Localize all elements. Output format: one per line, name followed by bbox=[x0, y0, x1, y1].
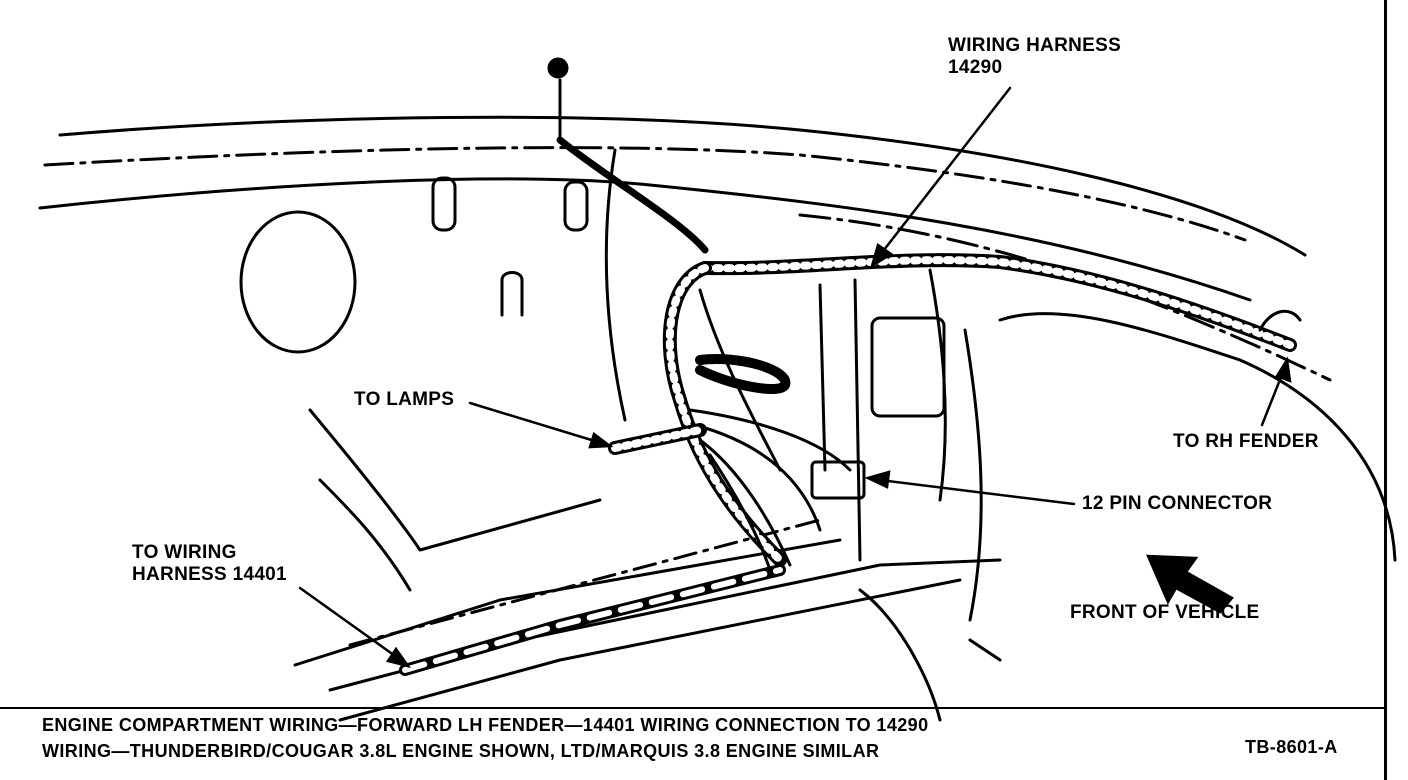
wire-bundle-3 bbox=[698, 438, 792, 567]
arrow-to-lamps bbox=[588, 431, 614, 449]
slot-3 bbox=[500, 271, 524, 317]
caption-line-1: ENGINE COMPARTMENT WIRING—FORWARD LH FEN… bbox=[42, 715, 929, 735]
access-hole bbox=[239, 210, 357, 354]
leader-to-lamps bbox=[468, 401, 600, 444]
wire-bundle-1 bbox=[688, 408, 852, 472]
harness-drop bbox=[556, 136, 709, 254]
figure-id: TB-8601-A bbox=[1245, 737, 1338, 757]
label-to-wiring-line1: TO WIRING bbox=[132, 542, 237, 563]
apron-wall-3 bbox=[853, 278, 862, 562]
apron-wall-5 bbox=[963, 328, 983, 622]
harness-coil bbox=[695, 354, 791, 395]
caption-line-2: WIRING—THUNDERBIRD/COUGAR 3.8L ENGINE SH… bbox=[42, 741, 880, 761]
cowl-second-line bbox=[38, 177, 1252, 302]
leader-12-pin bbox=[878, 478, 1076, 506]
label-wiring-harness-line2: 14290 bbox=[948, 57, 1003, 78]
slot-1 bbox=[431, 176, 457, 232]
rh-fender-clip bbox=[1258, 309, 1302, 332]
label-front-of-vehicle: FRONT OF VEHICLE bbox=[1070, 602, 1260, 623]
lower-rail-bottom bbox=[328, 558, 1002, 692]
panel-left-edge bbox=[604, 148, 627, 422]
slot-2 bbox=[563, 180, 589, 232]
grommet bbox=[547, 57, 569, 79]
bottom-frame-border bbox=[0, 707, 1386, 709]
label-wiring-harness-line1: WIRING HARNESS bbox=[948, 35, 1122, 56]
rail-dash bbox=[348, 518, 822, 647]
harness-loop-ribs bbox=[665, 264, 784, 564]
panel-lower-edge bbox=[318, 478, 412, 592]
arrow-12-pin bbox=[864, 470, 891, 489]
front-of-vehicle-arrow bbox=[1146, 554, 1234, 614]
lower-rail-base bbox=[338, 578, 962, 722]
lower-rail-top bbox=[293, 538, 842, 667]
label-wiring-harness: WIRING HARNESS 14290 bbox=[948, 35, 1121, 79]
arrow-rh-fender bbox=[1275, 356, 1292, 383]
bracket-plate bbox=[870, 316, 946, 418]
right-frame-border bbox=[1384, 0, 1387, 780]
12-pin-connector bbox=[810, 460, 866, 500]
apron-wall-2 bbox=[818, 283, 827, 472]
label-to-wiring-14401: TO WIRING HARNESS 14401 bbox=[132, 542, 287, 586]
arrow-wiring-harness bbox=[869, 242, 894, 269]
floor-right-edge bbox=[968, 638, 1002, 662]
cowl-dash-line bbox=[43, 146, 1247, 242]
arrow-14401 bbox=[385, 646, 411, 669]
cowl-top-line bbox=[58, 115, 1307, 257]
harness-14290-ribs bbox=[701, 256, 1294, 349]
lamps-branch-ribs bbox=[611, 426, 704, 452]
label-to-rh-fender: TO RH FENDER bbox=[1173, 431, 1319, 452]
label-12-pin-connector: 12 PIN CONNECTOR bbox=[1082, 493, 1273, 514]
wire-bundle-2 bbox=[693, 423, 822, 532]
harness-14290 bbox=[698, 253, 1297, 352]
label-to-lamps: TO LAMPS bbox=[354, 389, 455, 410]
harness-14401-ribs bbox=[402, 567, 783, 673]
wire-bundle-4 bbox=[708, 453, 772, 572]
leader-rh-fender bbox=[1260, 370, 1285, 427]
floor-edge bbox=[858, 588, 942, 722]
panel-bottom bbox=[308, 408, 602, 552]
fender-rail-line bbox=[798, 213, 1332, 382]
apron-wall-1 bbox=[698, 288, 782, 472]
leader-14401 bbox=[298, 586, 400, 660]
leader-wiring-harness bbox=[878, 86, 1012, 257]
apron-wall-6 bbox=[998, 312, 1397, 562]
label-to-wiring-line2: HARNESS 14401 bbox=[132, 564, 287, 585]
